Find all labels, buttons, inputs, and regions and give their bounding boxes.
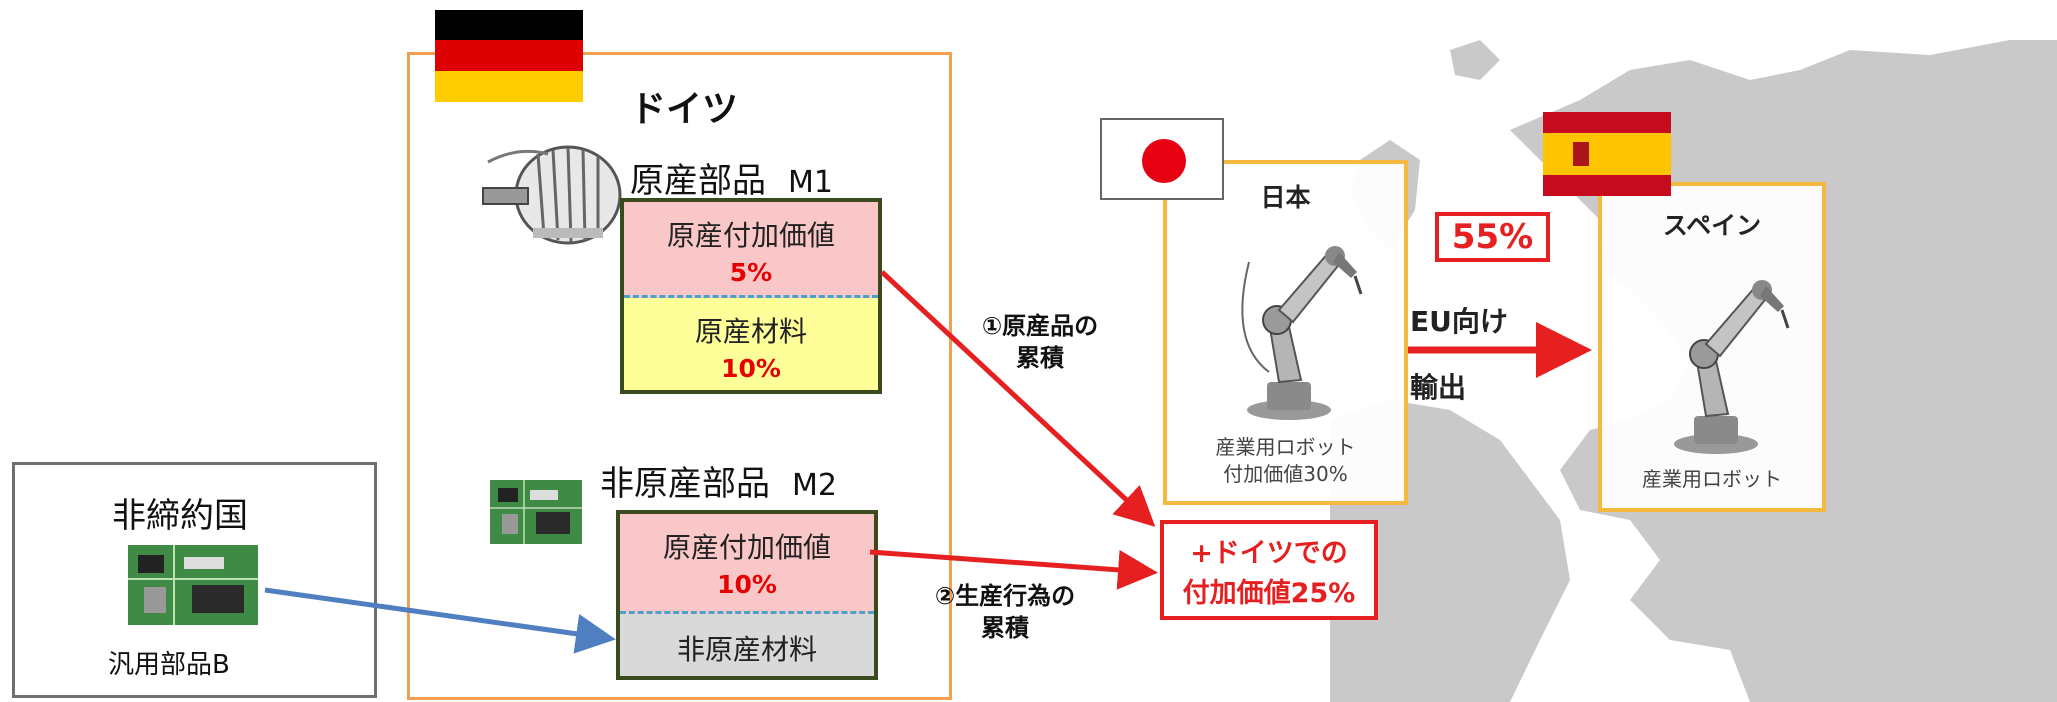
spain-box: スペイン 産業用ロボット [1598, 182, 1826, 512]
japan-caption-1: 産業用ロボット [1215, 435, 1356, 459]
general-part-b-label: 汎用部品B [108, 650, 230, 680]
spain-caption: 産業用ロボット [1642, 467, 1782, 491]
export-label-top: EU向け [1410, 305, 1508, 338]
arrow-general-part-b [264, 587, 616, 654]
export-label-bottom: 輸出 [1410, 371, 1467, 404]
flag-germany-icon [435, 10, 583, 102]
japan-box: 日本 産業用ロボット 付加価値30% [1163, 160, 1408, 505]
spain-name: スペイン [1662, 211, 1762, 240]
arrow-cumulation-2 [869, 549, 1158, 590]
m2-origin-value-added: 原産付加価値 10% [620, 514, 874, 614]
germany-label: ドイツ [630, 89, 739, 130]
motor-part-icon [482, 145, 622, 245]
export-percent-badge: 55% [1435, 212, 1550, 262]
germany-value-added-box: +ドイツでの 付加価値25% [1160, 520, 1378, 620]
germany-frame [407, 52, 952, 700]
cumulation-1-note: ①原産品の 累積 [981, 312, 1099, 372]
japan-name: 日本 [1260, 183, 1311, 212]
industrial-robot-icon [1674, 280, 1790, 454]
m2-non-origin-material: 非原産材料 [620, 614, 874, 676]
m1-origin-value-added: 原産付加価値 5% [624, 202, 878, 298]
non-party-title: 非締約国 [112, 496, 248, 536]
part-m2-stack: 原産付加価値 10% 非原産材料 [616, 510, 878, 680]
m1-origin-material: 原産材料 10% [624, 298, 878, 390]
arrow-cumulation-1 [880, 270, 1156, 527]
circuit-board-icon [490, 480, 582, 544]
part-m1-stack: 原産付加価値 5% 原産材料 10% [620, 198, 882, 394]
circuit-board-icon [128, 545, 258, 625]
japan-caption-2: 付加価値30% [1223, 462, 1348, 486]
non-party-frame [12, 462, 377, 698]
flag-spain-icon [1543, 112, 1671, 196]
flag-japan-icon [1100, 118, 1224, 200]
industrial-robot-icon [1241, 246, 1363, 420]
cumulation-2-note: ②生産行為の 累積 [934, 582, 1076, 642]
